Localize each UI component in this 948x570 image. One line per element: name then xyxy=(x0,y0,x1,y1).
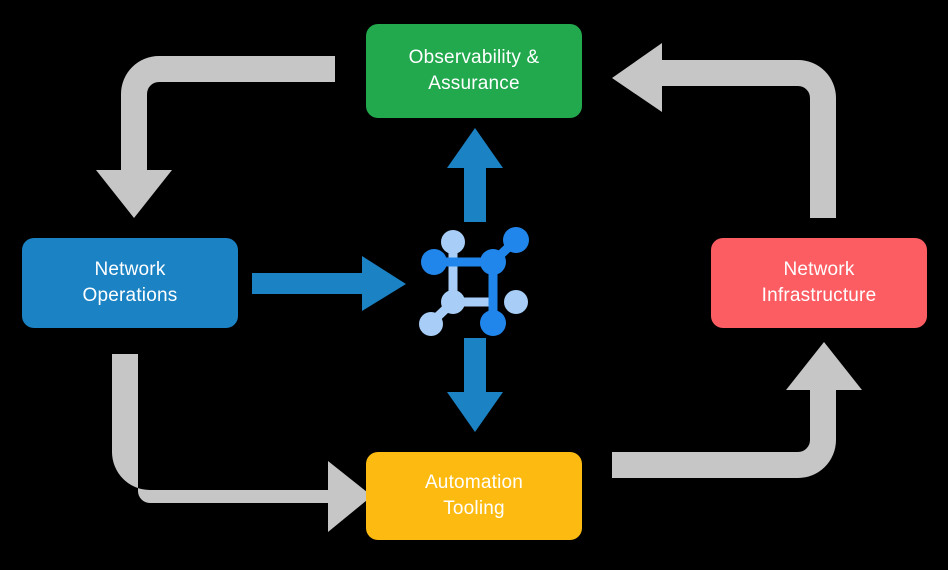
node-box-network-infrastructure[interactable]: Network Infrastructure xyxy=(711,238,927,328)
arrow-observability-to-operations xyxy=(96,56,335,218)
node-box-network-operations[interactable]: Network Operations xyxy=(22,238,238,328)
arrow-operations-to-center xyxy=(252,256,406,311)
arrow-infrastructure-to-observability xyxy=(612,43,836,218)
arrow-center-to-automation xyxy=(447,338,503,432)
node-box-observability[interactable]: Observability & Assurance xyxy=(366,24,582,118)
arrow-operations-to-automation xyxy=(112,354,372,532)
mesh-nodes-primary xyxy=(421,227,529,336)
arrow-automation-to-infrastructure xyxy=(612,342,862,478)
arrow-center-to-observability xyxy=(447,128,503,222)
node-box-automation-tooling[interactable]: Automation Tooling xyxy=(366,452,582,540)
mesh-nodes-secondary xyxy=(419,230,528,336)
network-mesh-icon xyxy=(419,227,529,336)
